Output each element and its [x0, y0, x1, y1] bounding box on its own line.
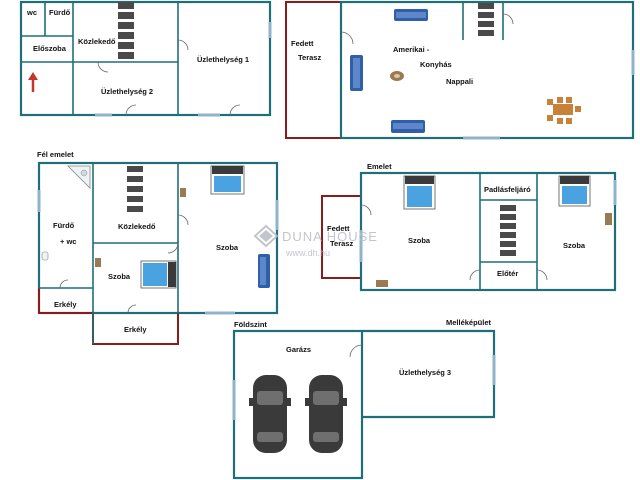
room-label-terasz-emelet-line2: Terasz	[330, 239, 353, 248]
door-arc	[229, 104, 241, 116]
door-arc	[177, 214, 189, 226]
bathtub-icon	[67, 165, 91, 189]
car-icon	[249, 375, 291, 453]
fel-emelet-block: Fél emelet	[37, 150, 279, 345]
room-label-kozlekedo: Közlekedő	[78, 37, 116, 46]
room-label-amerikai: Amerikai -	[393, 45, 430, 54]
room-label-szoba-small: Szoba	[108, 272, 131, 281]
bed-icon	[403, 175, 436, 210]
sofa-icon	[394, 9, 428, 21]
door-arc	[502, 13, 514, 25]
room-label-wc: wc	[26, 8, 37, 17]
room-label-terasz-line1: Fedett	[291, 39, 314, 48]
door-arc	[97, 61, 109, 73]
watermark: DUNA HOUSE www.dh.hu	[253, 224, 378, 258]
door-arc	[340, 31, 354, 45]
nightstand-icon	[180, 188, 186, 197]
door-arc	[536, 269, 548, 281]
door-arc	[167, 242, 179, 254]
room-label-konyhas: Konyhás	[420, 60, 452, 69]
room-label-padlasfeljaro: Padlásfeljáró	[484, 185, 531, 194]
room-label-terasz-line2: Terasz	[298, 53, 321, 62]
staircase-emelet	[500, 205, 516, 256]
toilet-icon	[41, 251, 49, 261]
duna-house-logo-icon	[253, 224, 279, 248]
bed-icon	[558, 175, 591, 207]
section-header-emelet: Emelet	[367, 162, 392, 171]
room-label-eloter: Előtér	[497, 269, 518, 278]
room-label-szoba-left: Szoba	[408, 236, 431, 245]
entrance-arrow-icon	[28, 72, 38, 92]
room-label-erkely-bottom: Erkély	[124, 325, 147, 334]
coffee-table-icon	[390, 71, 404, 81]
door-arc	[360, 204, 372, 216]
room-label-furdo: Fürdő	[49, 8, 71, 17]
door-arc	[127, 304, 137, 314]
room-label-garazs: Garázs	[286, 345, 311, 354]
ground-block: wc Fürdő Közlekedő Előszoba Üzlethelység…	[19, 0, 272, 117]
upper-right-block: Fedett Terasz Amerikai - Konyhás Nappali	[285, 0, 635, 140]
foldszint-block: Földszint Melléképület Garázs Üzlethelys…	[232, 318, 496, 480]
room-label-szoba-big: Szoba	[216, 243, 239, 252]
room-label-wc-fel: + wc	[60, 237, 76, 246]
section-header-fel-emelet: Fél emelet	[37, 150, 74, 159]
emelet-block: Emelet Fedett	[321, 162, 617, 292]
door-arc	[177, 39, 189, 51]
nightstand-icon	[95, 258, 101, 267]
door-arc	[469, 269, 481, 281]
room-label-furdo-fel: Fürdő	[53, 221, 75, 230]
room-label-terasz-emelet-line1: Fedett	[327, 224, 350, 233]
room-label-uzlet1: Üzlethelység 1	[197, 55, 249, 64]
staircase-fel-emelet	[127, 166, 143, 212]
car-icon	[305, 375, 347, 453]
watermark-url: www.dh.hu	[285, 248, 330, 258]
sofa-icon	[258, 254, 270, 288]
section-header-mellekepulet: Melléképület	[446, 318, 492, 327]
room-label-eloszoba: Előszoba	[33, 44, 67, 53]
section-header-foldszint: Földszint	[234, 320, 267, 329]
bed-icon	[140, 260, 177, 289]
watermark-brand: DUNA HOUSE	[282, 229, 378, 244]
room-label-kozlekedo-fel: Közlekedő	[118, 222, 156, 231]
staircase-ground	[118, 2, 134, 59]
dresser-icon	[605, 213, 612, 225]
room-label-erkely-left: Erkély	[54, 300, 77, 309]
sofa-icon	[391, 120, 425, 133]
desk-icon	[376, 280, 388, 287]
door-arc	[125, 104, 137, 116]
door-arc	[59, 279, 69, 289]
armchair-icon	[350, 55, 363, 91]
staircase-upper	[478, 3, 494, 36]
room-label-uzlet3: Üzlethelység 3	[399, 368, 451, 377]
dining-table-icon	[547, 97, 581, 124]
bed-icon	[210, 165, 245, 195]
room-label-szoba-right: Szoba	[563, 241, 586, 250]
room-label-nappali: Nappali	[446, 77, 473, 86]
door-arc	[349, 344, 363, 358]
room-label-uzlet2: Üzlethelység 2	[101, 87, 153, 96]
